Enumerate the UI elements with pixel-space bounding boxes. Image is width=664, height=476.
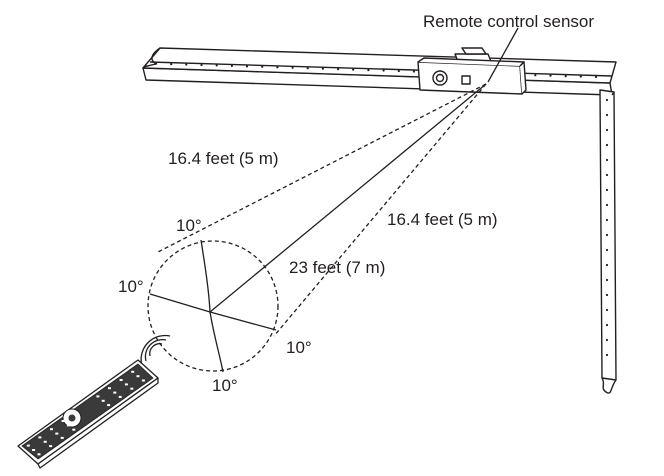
remote-key bbox=[130, 387, 134, 390]
remote-key bbox=[50, 428, 53, 431]
signal-waves-icon bbox=[140, 334, 171, 367]
frame-dot bbox=[605, 338, 609, 342]
remote-key bbox=[124, 383, 128, 386]
frame-dot bbox=[605, 308, 609, 312]
frame-dot bbox=[200, 63, 203, 67]
frame-dot bbox=[245, 65, 249, 68]
frame-dot bbox=[605, 353, 609, 357]
center-distance-label: 23 feet (7 m) bbox=[289, 258, 386, 277]
remote-key bbox=[38, 436, 42, 439]
frame-dot bbox=[306, 67, 309, 70]
frame-dot bbox=[261, 65, 264, 68]
frame-dot bbox=[605, 143, 609, 147]
frame-dot bbox=[291, 66, 294, 69]
frame-dot bbox=[337, 68, 340, 71]
remote-key bbox=[61, 420, 65, 422]
remote-key bbox=[66, 424, 70, 427]
tv-frame bbox=[142, 47, 617, 394]
range-lines bbox=[157, 83, 487, 337]
frame-dot bbox=[382, 69, 385, 72]
frame-dot bbox=[154, 62, 158, 65]
sensor-label: Remote control sensor bbox=[423, 12, 595, 31]
angle-left-label: 10° bbox=[118, 277, 144, 296]
remote-key bbox=[118, 395, 122, 398]
remote-key bbox=[136, 375, 140, 378]
frame-dot bbox=[549, 74, 552, 77]
frame-dot bbox=[605, 128, 609, 132]
frame-dot bbox=[534, 74, 537, 77]
angle-bottom-label: 10° bbox=[212, 376, 238, 395]
frame-dot bbox=[564, 75, 567, 78]
frame-dot bbox=[605, 293, 609, 297]
remote-control-icon bbox=[17, 359, 159, 469]
frame-dot bbox=[605, 188, 609, 192]
remote-key bbox=[101, 399, 105, 402]
angle-circle bbox=[147, 239, 279, 373]
frame-dot bbox=[215, 64, 218, 67]
frame-dot bbox=[230, 64, 233, 67]
remote-key bbox=[108, 387, 111, 390]
remote-key bbox=[43, 440, 47, 443]
remote-buttons bbox=[26, 370, 145, 456]
right-distance-label: 16.4 feet (5 m) bbox=[387, 210, 498, 229]
frame-dot bbox=[321, 67, 324, 70]
remote-key bbox=[72, 428, 76, 431]
frame-dots bbox=[154, 62, 609, 357]
remote-key bbox=[60, 436, 64, 439]
remote-key bbox=[119, 379, 123, 381]
remote-key bbox=[113, 391, 117, 394]
remote-key bbox=[141, 379, 145, 382]
frame-dot bbox=[412, 70, 415, 73]
left-distance-label: 16.4 feet (5 m) bbox=[168, 149, 279, 168]
frame-dot bbox=[605, 158, 609, 162]
remote-key bbox=[32, 449, 36, 451]
frame-dot bbox=[605, 323, 609, 327]
frame-dot bbox=[276, 66, 279, 69]
remote-key bbox=[96, 395, 100, 398]
frame-dot bbox=[605, 98, 609, 102]
remote-key bbox=[37, 453, 41, 456]
frame-dot bbox=[170, 63, 173, 66]
frame-dot bbox=[605, 233, 609, 237]
frame-dot bbox=[605, 248, 609, 252]
frame-dot bbox=[367, 69, 370, 72]
remote-key bbox=[131, 370, 135, 373]
remote-key bbox=[107, 404, 111, 407]
frame-dot bbox=[605, 218, 609, 222]
frame-dot bbox=[594, 75, 598, 79]
frame-dot bbox=[605, 278, 609, 282]
angle-top-label: 10° bbox=[176, 216, 202, 235]
frame-dot bbox=[605, 203, 609, 207]
remote-key bbox=[49, 445, 53, 448]
frame-dot bbox=[397, 69, 400, 73]
frame-dot bbox=[352, 68, 355, 71]
remote-key bbox=[26, 444, 30, 447]
angle-right-label: 10° bbox=[286, 338, 312, 357]
frame-dot bbox=[605, 173, 609, 177]
frame-dot bbox=[605, 113, 609, 117]
frame-dot bbox=[579, 75, 582, 78]
remote-key bbox=[55, 432, 59, 435]
sensor-bar-icon bbox=[417, 47, 527, 95]
frame-dot bbox=[185, 63, 188, 66]
sensor-leader-line bbox=[487, 27, 519, 83]
frame-dot bbox=[605, 263, 609, 267]
